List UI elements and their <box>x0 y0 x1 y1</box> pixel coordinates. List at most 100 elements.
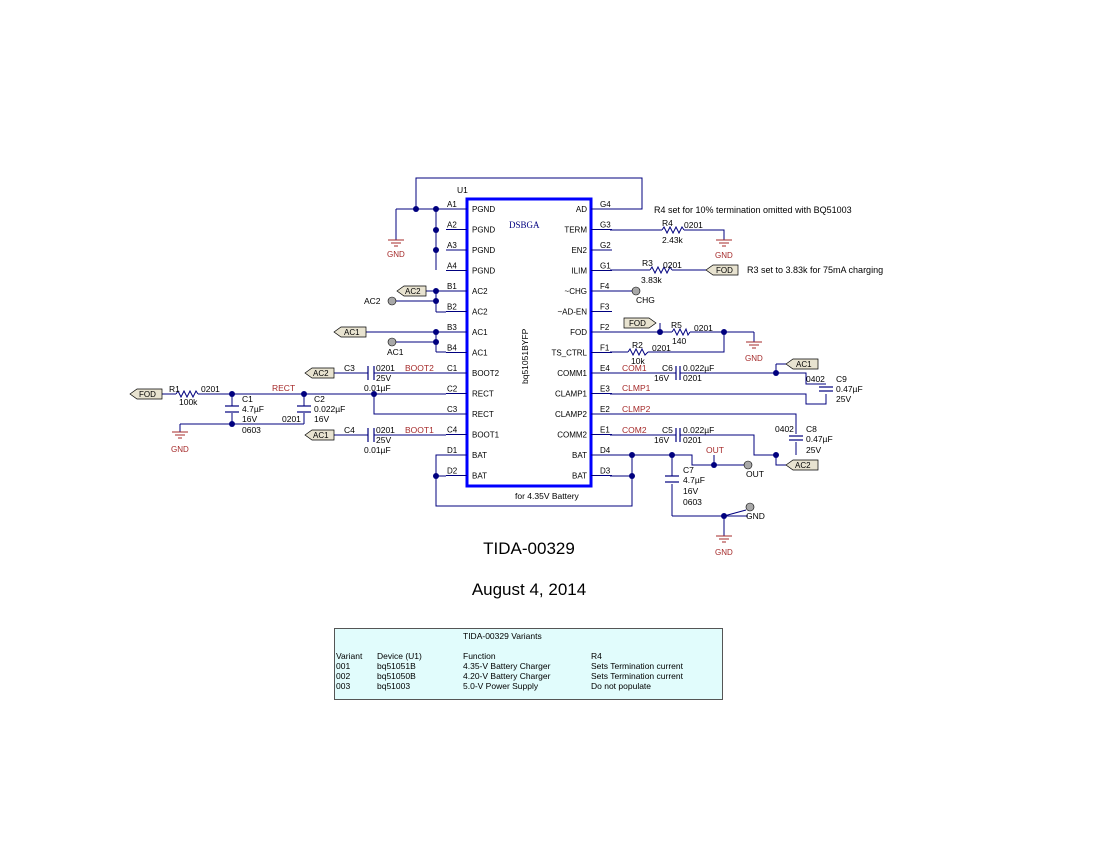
pin-name: ILIM <box>571 267 587 276</box>
pin-name: BAT <box>572 472 587 481</box>
pin-name: TS_CTRL <box>551 349 587 358</box>
c5-pkg: 0201 <box>683 435 702 445</box>
pin-number: A4 <box>447 262 457 271</box>
chip-pin-right: F3~AD-EN <box>557 303 612 317</box>
left-pin-list: A1PGNDA2PGNDA3PGNDA4PGNDB1AC2B2AC2B3AC1B… <box>446 200 500 481</box>
pin-name: AD <box>576 205 587 214</box>
terminals: AC2 AC1 CHG OUT GND <box>364 286 765 521</box>
terminal-out: OUT <box>743 460 764 479</box>
gnd-label: GND <box>715 548 733 557</box>
c2-ref: C2 <box>314 394 325 404</box>
r4-value: 2.43k <box>662 235 684 245</box>
flag-fod-r5: FOD <box>623 317 657 329</box>
variant-r4: Do not populate <box>591 681 652 691</box>
c8-voltage: 25V <box>806 445 821 455</box>
gnd-symbol-left-bottom: GND <box>171 431 189 454</box>
table-row: 001 bq51051B 4.35-V Battery Charger Sets… <box>335 661 722 671</box>
pin-number: C4 <box>447 426 458 435</box>
pin-name: RECT <box>472 410 494 419</box>
r1-ref: R1 <box>169 384 180 394</box>
pin-name: CLAMP1 <box>555 390 588 399</box>
c2-value: 0.022µF <box>314 404 345 414</box>
pin-number: B2 <box>447 303 457 312</box>
variant-r4: Sets Termination current <box>591 661 683 671</box>
capacitor-c2: C2 0.022µF 16V 0201 <box>282 394 345 424</box>
c4-voltage: 25V <box>376 435 391 445</box>
pin-number: E1 <box>600 426 610 435</box>
ground-symbols: GND GND GND GND GND <box>171 239 763 557</box>
pin-name: TERM <box>564 226 587 235</box>
terminal-gnd: GND <box>745 502 765 521</box>
c5-value: 0.022µF <box>683 425 714 435</box>
flag-ac1-label: AC1 <box>313 431 329 440</box>
table-row: 002 bq51050B 4.20-V Battery Charger Sets… <box>335 671 722 681</box>
c4-pkg: 0201 <box>376 425 395 435</box>
net-rect: RECT <box>272 383 295 393</box>
variants-header-row: Variant Device (U1) Function R4 <box>335 651 722 661</box>
pin-number: A3 <box>447 241 457 250</box>
pin-name: BOOT2 <box>472 369 500 378</box>
table-row: 003 bq51003 5.0-V Power Supply Do not po… <box>335 681 722 691</box>
flag-ac2-label: AC2 <box>313 369 329 378</box>
gnd-symbol-r5: GND <box>745 341 763 363</box>
terminal-chg-label: CHG <box>636 295 655 305</box>
pin-number: G4 <box>600 200 611 209</box>
r2-pkg: 0201 <box>652 343 671 353</box>
wires <box>162 177 827 536</box>
resistor-r4: R4 0201 2.43k <box>661 218 703 245</box>
pin-number: C1 <box>447 364 458 373</box>
pin-number: B3 <box>447 323 457 332</box>
r5-ref: R5 <box>671 320 682 330</box>
resistor-r1: R1 0201 100k <box>169 384 220 407</box>
capacitor-c6: C6 0.022µF 16V 0201 <box>654 363 714 383</box>
net-flags: AC2 AC1 AC2 FOD AC1 FOD FOD AC1 <box>129 264 819 471</box>
c3-voltage: 25V <box>376 373 391 383</box>
pin-number: B1 <box>447 282 457 291</box>
net-out: OUT <box>706 445 724 455</box>
chip-part-number: bq51051BYFP <box>520 328 530 384</box>
r2-value: 10k <box>631 356 645 366</box>
net-boot2: BOOT2 <box>405 363 434 373</box>
resistors: R1 0201 100k R4 0201 2.43k R3 0201 3.83k… <box>169 218 713 407</box>
pin-name: COMM1 <box>557 369 587 378</box>
c1-pkg: 0603 <box>242 425 261 435</box>
variants-header: Variant <box>336 651 363 661</box>
flag-ac2-comm2: AC2 <box>785 459 819 471</box>
r4-note: R4 set for 10% termination omitted with … <box>654 205 852 215</box>
net-boot1: BOOT1 <box>405 425 434 435</box>
chip-package: DSBGA <box>509 220 540 230</box>
pin-number: D1 <box>447 446 458 455</box>
net-clmp1: CLMP1 <box>622 383 651 393</box>
pin-number: E4 <box>600 364 610 373</box>
pin-name: COMM2 <box>557 431 587 440</box>
c6-value: 0.022µF <box>683 363 714 373</box>
r4-pkg: 0201 <box>684 220 703 230</box>
gnd-label: GND <box>387 250 405 259</box>
variant-device: bq51003 <box>377 681 411 691</box>
c6-pkg: 0201 <box>683 373 702 383</box>
pin-name: AC1 <box>472 328 488 337</box>
r1-pkg: 0201 <box>201 384 220 394</box>
flag-ac2-label: AC2 <box>405 287 421 296</box>
c9-value: 0.47µF <box>836 384 863 394</box>
variant-r4: Sets Termination current <box>591 671 683 681</box>
flag-fod-r3: FOD <box>705 264 739 276</box>
resistor-r5: R5 0201 140 <box>671 320 713 346</box>
variant-function: 4.35-V Battery Charger <box>463 661 551 671</box>
variant-id: 003 <box>336 681 351 691</box>
flag-fod-label: FOD <box>139 390 156 399</box>
pin-name: AC1 <box>472 349 488 358</box>
terminal-chg: CHG <box>631 286 655 305</box>
variant-function: 4.20-V Battery Charger <box>463 671 551 681</box>
r2-ref: R2 <box>632 340 643 350</box>
variants-header: R4 <box>591 651 602 661</box>
